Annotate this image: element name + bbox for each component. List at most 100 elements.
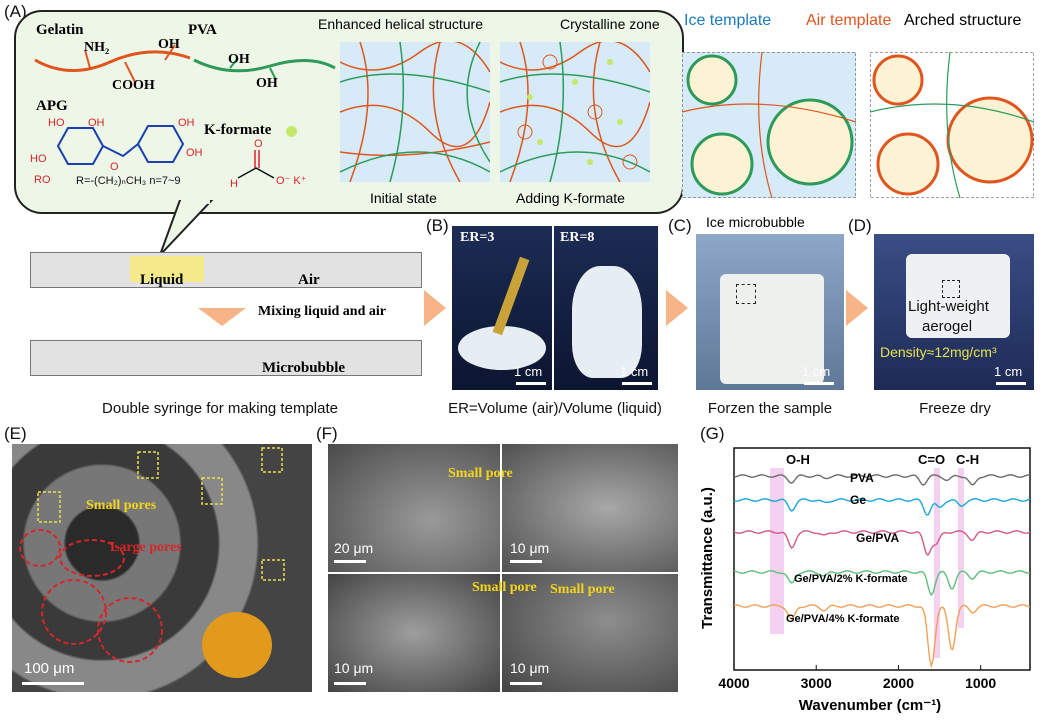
oh-band [770, 468, 784, 634]
scale-bar-e [22, 682, 84, 685]
series-line [733, 474, 1031, 486]
scale-f2: 10 μm [510, 540, 550, 556]
pva-label: PVA [188, 22, 217, 38]
series-label-4pct: Ge/PVA/4% K-formate [786, 613, 900, 625]
scale-b1: 1 cm [514, 364, 543, 379]
scale-e: 100 μm [24, 660, 75, 677]
y-axis-label: Transmittance (a.u.) [699, 487, 716, 629]
cooh-label: COOH [112, 78, 155, 93]
series-label-ge: Ge [850, 493, 866, 507]
x-tick-label: 4000 [718, 675, 749, 691]
microbubble-label: Microbubble [262, 360, 346, 376]
apg-formula: R=-(CH₂)ₙCH₃ n=7~9 [76, 175, 181, 187]
co-annotation: C=O [918, 452, 945, 467]
density-label: Density≈12mg/cm³ [880, 344, 997, 360]
scale-f1: 20 μm [334, 540, 374, 556]
adding-kformate-label: Adding K-formate [516, 190, 625, 206]
scale-f4: 10 μm [510, 660, 550, 676]
syringe-liquid [130, 256, 204, 282]
air-template-label: Air template [806, 12, 892, 29]
mixing-label: Mixing liquid and air [258, 304, 386, 319]
ice-template-label: Ice template [684, 12, 772, 29]
svg-text:O: O [110, 161, 119, 173]
series-label-gepva: Ge/PVA [856, 531, 899, 545]
apg-label: APG [36, 98, 68, 114]
oh-label-1: OH [158, 37, 180, 52]
er3-label: ER=3 [460, 230, 495, 245]
crystalline-label: Crystalline zone [560, 16, 660, 32]
scale-bar-f2 [510, 560, 542, 563]
panel-label-e: (E) [4, 424, 27, 443]
sem-f3 [328, 574, 500, 692]
photo-er8 [554, 226, 658, 390]
photo-er3 [452, 226, 552, 390]
arrow-a-b [424, 290, 446, 326]
template-schematic [682, 52, 856, 198]
nh2-label: NH₂ [84, 40, 110, 55]
scale-b2: 1 cm [620, 364, 649, 379]
series-label-pva: PVA [850, 471, 874, 485]
svg-text:OH: OH [186, 147, 203, 159]
arrow-b-c [666, 290, 688, 326]
x-axis-label: Wavenumber (cm⁻¹) [799, 697, 941, 714]
photo-aerogel [874, 234, 1034, 390]
er-caption: ER=Volume (air)/Volume (liquid) [448, 400, 662, 417]
co-band [934, 468, 940, 658]
panel-label-d: (D) [848, 216, 872, 235]
ftir-chart: 4000 3000 2000 1000 O-H C=O C-H PVA Ge Ge/P… [699, 447, 1031, 714]
scale-bar-b2 [622, 382, 652, 385]
small-pore-label-2: Small pore [472, 580, 537, 595]
series-line [733, 604, 1031, 669]
x-tick-label: 2000 [883, 675, 914, 691]
scale-f3: 10 μm [334, 660, 374, 676]
aerogel-label: aerogel [922, 318, 973, 335]
frozen-caption: Forzen the sample [707, 400, 833, 417]
small-pores-label: Small pores [86, 498, 157, 513]
adding-kformate-network [500, 42, 650, 182]
arrow-c-d [846, 290, 868, 326]
series-line [733, 570, 1031, 597]
syringe-top [30, 252, 422, 288]
oh-annotation: O-H [786, 452, 810, 467]
svg-text:OH: OH [88, 118, 105, 129]
svg-text:OH: OH [178, 118, 195, 129]
x-tick-label: 3000 [801, 675, 832, 691]
initial-state-label: Initial state [370, 190, 437, 206]
pva-chain [193, 57, 336, 81]
scale-bar-d [996, 382, 1026, 385]
oh-label-3: OH [256, 76, 278, 91]
arched-label: Arched structure [904, 12, 1022, 29]
panel-label-g: (G) [700, 424, 725, 443]
ch-annotation: C-H [956, 452, 979, 467]
scale-bar-f3 [334, 682, 366, 685]
series-line [733, 530, 1031, 556]
sem-f4 [502, 574, 678, 692]
arched-schematic [870, 52, 1034, 198]
panel-label-a: (A) [4, 2, 27, 21]
ch-band [958, 468, 964, 628]
scale-bar-f4 [510, 682, 542, 685]
sem-f2 [502, 444, 678, 572]
x-tick-label: 1000 [965, 675, 996, 691]
formate-structure [237, 150, 275, 179]
initial-state-network [340, 42, 490, 182]
gelatin-chain [34, 44, 191, 83]
sem-f1 [328, 444, 500, 572]
freeze-dry-caption: Freeze dry [919, 400, 991, 417]
double-syringe-caption: Double syringe for making template [102, 400, 338, 417]
small-pore-label-1: Small pore [448, 466, 513, 481]
kformate-label: K-formate [204, 122, 272, 138]
scale-d: 1 cm [994, 364, 1023, 379]
svg-text:HO: HO [48, 118, 65, 129]
series-line [733, 498, 1031, 516]
syringe-bottom [30, 340, 422, 376]
svg-text:HO: HO [30, 153, 47, 165]
scale-bar-b1 [516, 382, 546, 385]
scale-bar-f1 [334, 560, 366, 563]
photo-frozen [696, 234, 844, 390]
large-pores-label: Large pores [110, 540, 182, 555]
gelatin-label: Gelatin [36, 22, 84, 38]
mixing-arrow [198, 308, 246, 326]
enhanced-label: Enhanced helical structure [318, 16, 483, 32]
panel-label-c: (C) [668, 216, 692, 235]
